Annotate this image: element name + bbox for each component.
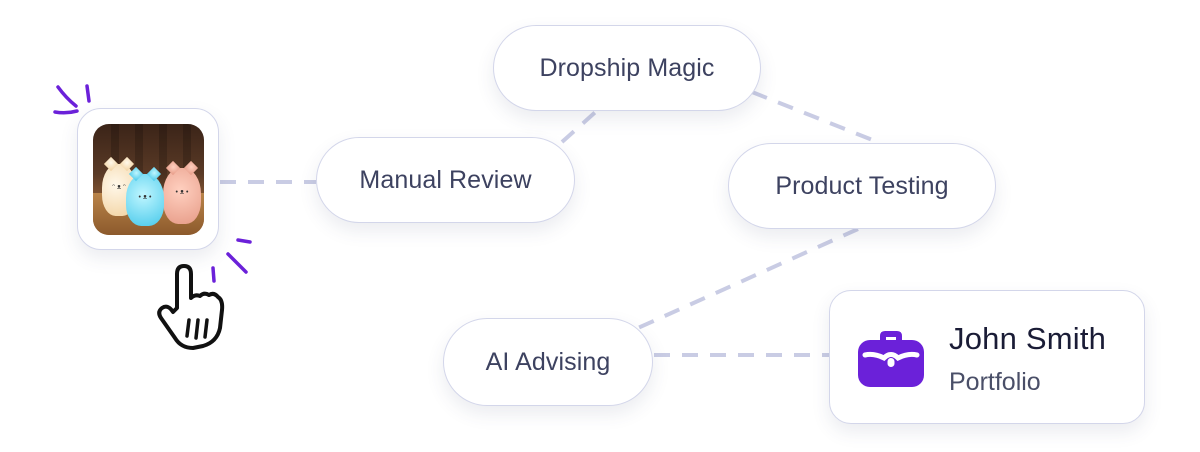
connector-dropship-testing (751, 90, 881, 145)
node-ai-advising[interactable]: AI Advising (443, 318, 653, 406)
connector-manual-dropship (560, 106, 602, 144)
briefcase-icon (858, 329, 924, 387)
node-product-testing[interactable]: Product Testing (728, 143, 996, 229)
cat-lamp-pink: • ᴥ • (163, 160, 201, 224)
node-label: Product Testing (775, 171, 949, 200)
node-dropship-magic[interactable]: Dropship Magic (493, 25, 761, 111)
node-label: Manual Review (359, 165, 532, 194)
product-image-card[interactable]: ᵔ ᴥ ᵔ • ᴥ • • ᴥ • (77, 108, 219, 250)
profile-subtitle: Portfolio (949, 368, 1041, 396)
product-photo: ᵔ ᴥ ᵔ • ᴥ • • ᴥ • (93, 124, 204, 235)
connector-testing-advising (637, 227, 859, 330)
cat-lamp-blue: • ᴥ • (126, 166, 164, 226)
node-manual-review[interactable]: Manual Review (316, 137, 575, 223)
pointer-hand-icon (157, 264, 225, 350)
profile-card[interactable]: John Smith Portfolio (829, 290, 1145, 424)
node-label: AI Advising (485, 347, 611, 376)
node-label: Dropship Magic (539, 53, 715, 82)
profile-name: John Smith (949, 321, 1107, 356)
